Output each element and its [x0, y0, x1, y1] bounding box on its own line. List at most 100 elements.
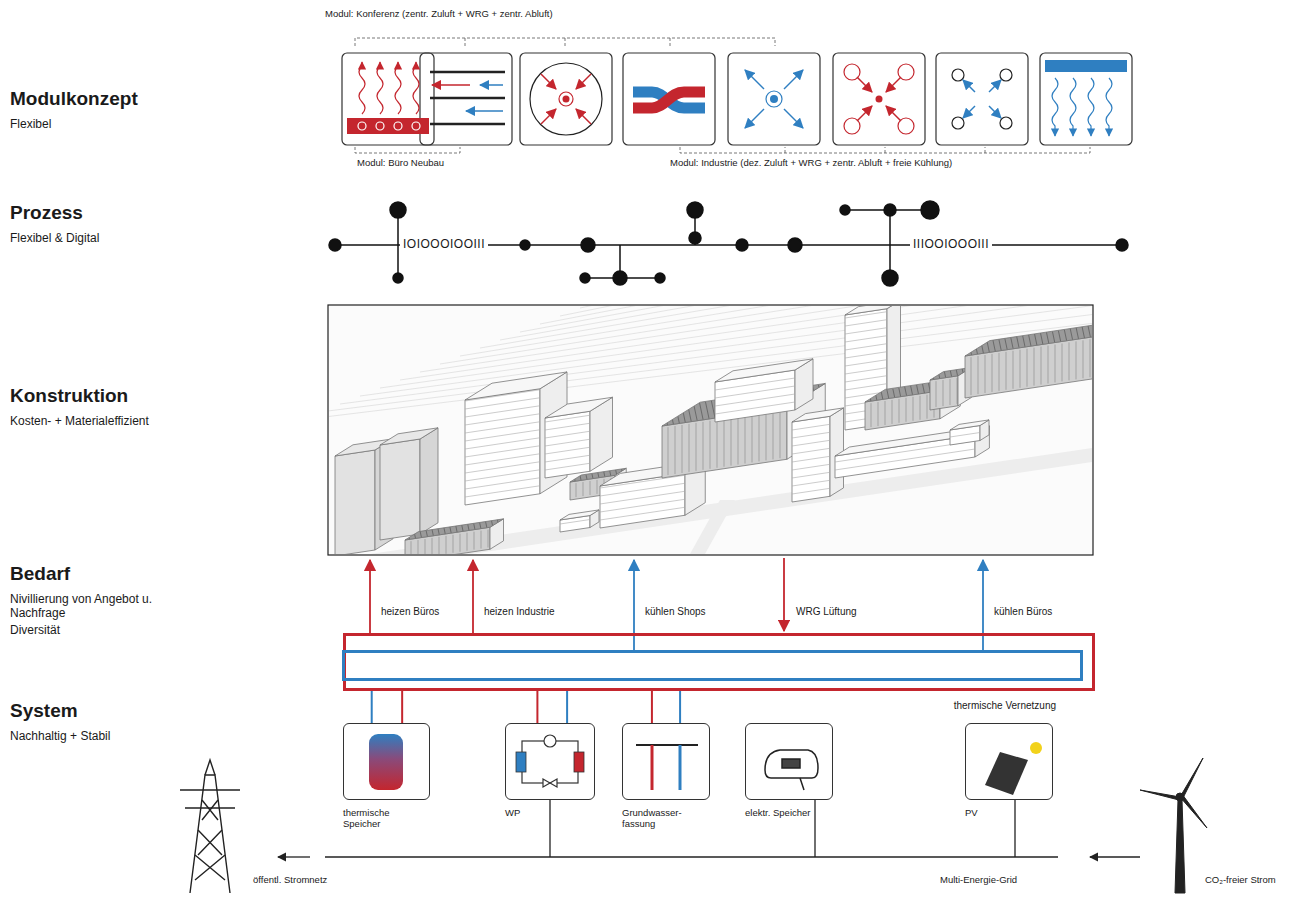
polygon-shape [940, 378, 960, 419]
line-shape [845, 352, 887, 358]
node-caption: thermische Speicher [343, 807, 423, 830]
g-shape [965, 320, 1092, 398]
line-shape [576, 483, 577, 497]
rect-shape [623, 53, 715, 145]
g-shape [792, 408, 844, 502]
line-shape [580, 306, 1092, 308]
flow-label: kühlen Büros [994, 606, 1052, 618]
line-shape [927, 395, 928, 419]
line-shape [560, 520, 590, 525]
line-shape [885, 401, 886, 425]
circle-shape [882, 270, 898, 286]
line-shape [576, 109, 591, 124]
g-shape [715, 359, 813, 422]
path-shape [1140, 790, 1180, 800]
line-shape [715, 394, 795, 406]
g-shape [952, 69, 1012, 129]
line-shape [773, 411, 774, 459]
line-shape [936, 381, 937, 407]
section-subtitle: Flexibel [10, 117, 51, 131]
circle-shape [544, 735, 556, 747]
line-shape [871, 403, 872, 427]
flow-label: heizen Industrie [484, 606, 555, 618]
line-shape [545, 415, 590, 422]
circle-shape [766, 91, 782, 107]
line-shape [731, 418, 732, 466]
line-shape [992, 354, 993, 392]
grid-label: öffentl. Stromnetz [253, 874, 327, 885]
circle-shape [581, 238, 595, 252]
line-shape [792, 456, 830, 462]
line-shape [792, 480, 830, 486]
line-shape [696, 423, 697, 471]
line-shape [886, 106, 901, 121]
line-shape [576, 74, 591, 89]
path-shape [355, 147, 460, 153]
line-shape [689, 424, 690, 472]
line-shape [560, 306, 1092, 316]
line-shape [792, 424, 830, 430]
line-shape [467, 533, 468, 551]
module-bracket-label: Modul: Industrie (dez. Zuluft + WRG + ze… [670, 157, 952, 168]
g-shape [522, 735, 578, 787]
line-shape [600, 475, 685, 488]
polygon-shape [380, 439, 420, 540]
line-shape [963, 106, 975, 118]
line-shape [985, 355, 986, 393]
rect-shape [420, 53, 512, 145]
line-shape [783, 558, 785, 631]
line-shape [472, 560, 474, 633]
path-shape [205, 760, 215, 775]
circle-shape [655, 273, 665, 283]
line-shape [1076, 341, 1077, 379]
circle-shape [1000, 69, 1012, 81]
line-shape [1027, 349, 1028, 387]
line-shape [540, 306, 1092, 324]
path-shape [670, 38, 671, 46]
process-code: IOIOOOIOOIII [400, 237, 488, 251]
g-shape [1140, 758, 1207, 893]
grid-label: Multi-Energie-Grid [940, 874, 1017, 885]
section-subtitle: Flexibel & Digital [10, 231, 99, 245]
pipe-connector [401, 691, 403, 723]
path-shape [885, 147, 886, 153]
section-subtitle: Nivillierung von Angebot u. Nachfrage [10, 592, 160, 621]
path-shape [1052, 78, 1058, 136]
circle-shape [394, 122, 402, 130]
g-shape [358, 122, 420, 130]
circle-shape [563, 96, 570, 103]
circle-shape [412, 122, 420, 130]
line-shape [1006, 352, 1007, 390]
line-shape [278, 856, 310, 857]
g-shape [370, 558, 983, 650]
section-heading: Modulkonzept [10, 88, 138, 111]
line-shape [1048, 346, 1049, 384]
line-shape [999, 353, 1000, 391]
pipe-connector [651, 691, 653, 723]
line-shape [780, 410, 781, 458]
polygon-shape [792, 408, 844, 422]
g-shape [963, 80, 1001, 118]
node-caption: Grundwasser- fassung [622, 807, 702, 830]
line-shape [633, 560, 635, 650]
circle-shape [1116, 239, 1128, 251]
line-shape [845, 368, 887, 374]
path-shape [543, 779, 557, 787]
flow-label: kühlen Shops [645, 606, 706, 618]
line-shape [488, 530, 489, 548]
line-shape [675, 426, 676, 474]
path-shape [465, 38, 466, 46]
g-shape [857, 77, 901, 121]
circle-shape [952, 117, 964, 129]
rect-shape [516, 752, 526, 772]
line-shape [549, 800, 550, 857]
process-code: IIIOOIOOOIII [910, 237, 992, 251]
rect-shape [1040, 53, 1132, 145]
section-subtitle: Diversität [10, 623, 60, 637]
path-shape [413, 62, 419, 114]
path-shape [985, 147, 986, 153]
g-shape [380, 428, 438, 540]
grid-label: CO₂-freier Strom [1205, 874, 1276, 885]
line-shape [752, 415, 753, 463]
